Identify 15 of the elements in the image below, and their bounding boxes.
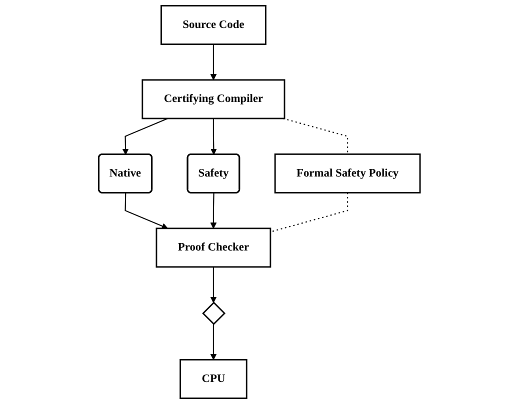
arrow (210, 44, 217, 80)
connector (270, 192, 348, 232)
node-box: Formal Safety Policy (274, 153, 421, 194)
node-box: CPU (180, 359, 248, 399)
node-diamond (202, 302, 226, 326)
node-box: Proof Checker (156, 228, 272, 268)
arrow (210, 118, 217, 155)
arrow (210, 324, 217, 360)
arrow (210, 193, 217, 229)
node-box: Certifying Compiler (142, 79, 286, 120)
node-box: Source Code (160, 5, 267, 45)
arrow (210, 266, 217, 303)
arrow (122, 118, 168, 155)
connector (283, 118, 348, 154)
arrow (124, 193, 168, 230)
